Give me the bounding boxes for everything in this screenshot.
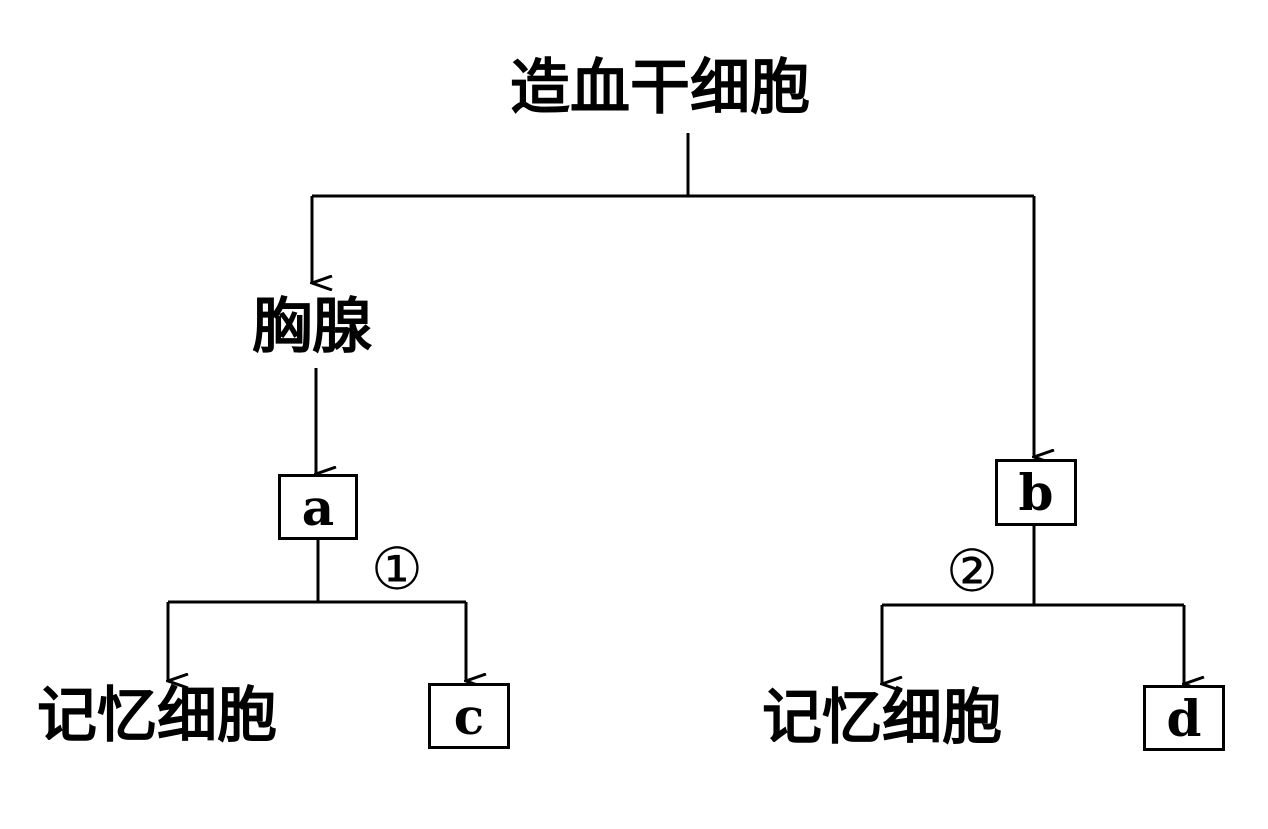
hematopoietic-stem-cell-label: 造血干细胞 — [510, 53, 810, 123]
cell-a-box: a — [278, 474, 358, 540]
cell-c-box: c — [428, 683, 510, 749]
left-memory-cell-label: 记忆细胞 — [37, 681, 277, 751]
process-1-label: ① — [371, 535, 423, 603]
right-memory-cell-label: 记忆细胞 — [762, 683, 1002, 753]
process-2-label: ② — [946, 537, 998, 605]
thymus-label: 胸腺 — [252, 292, 372, 362]
cell-b-box: b — [995, 459, 1077, 526]
cell-d-box: d — [1143, 685, 1225, 751]
